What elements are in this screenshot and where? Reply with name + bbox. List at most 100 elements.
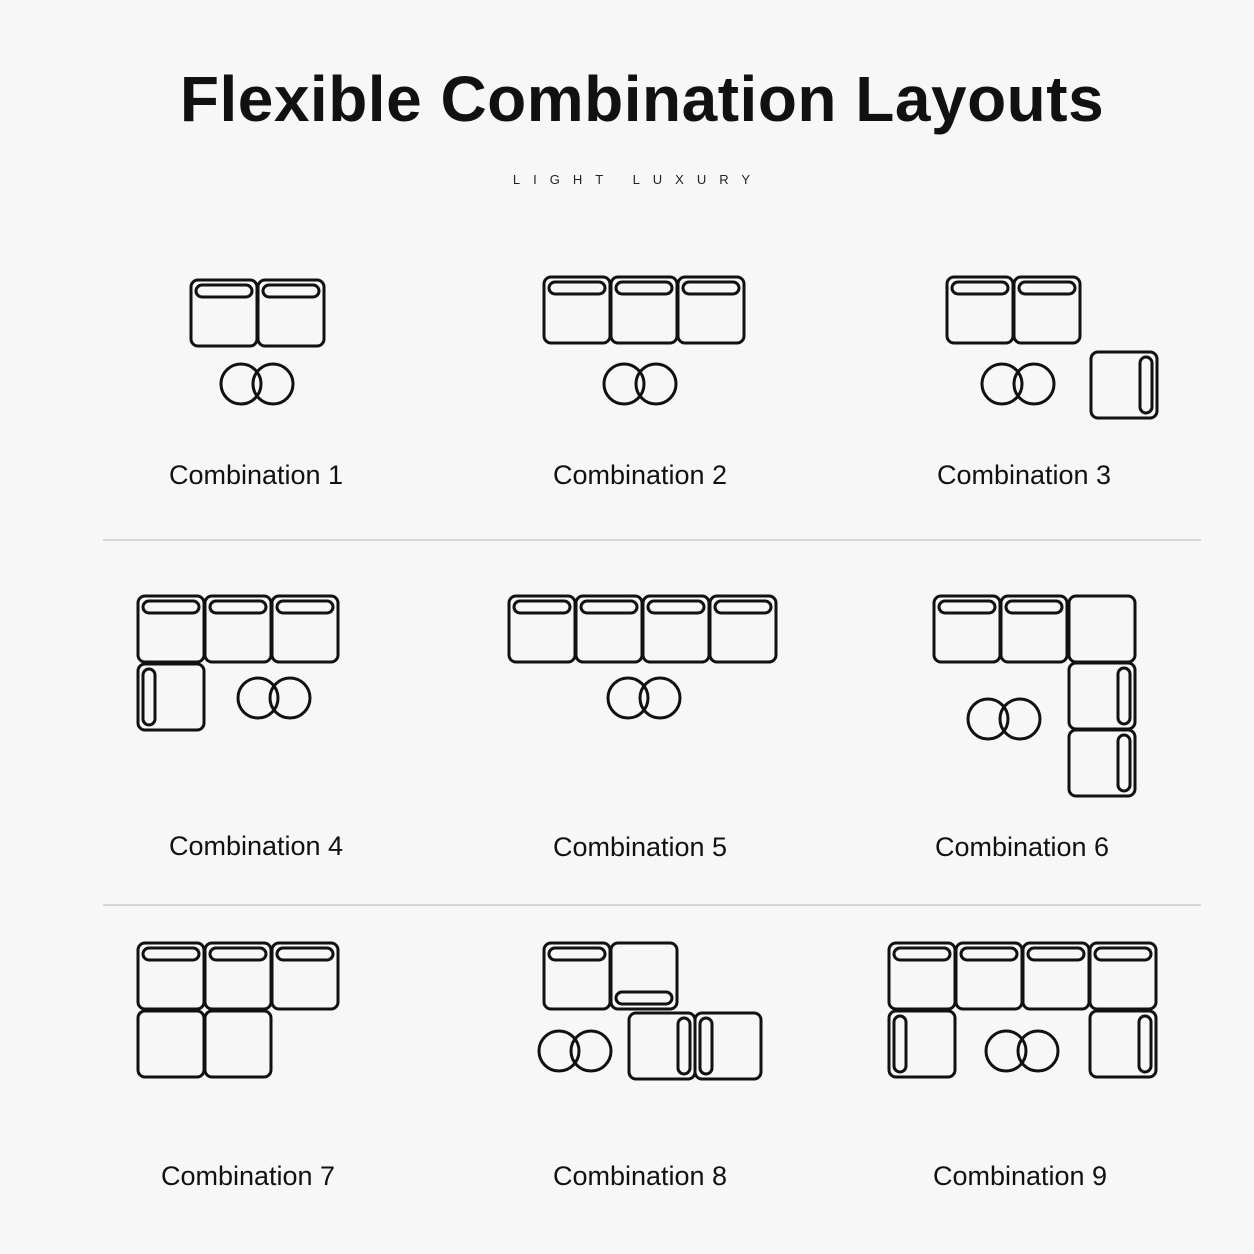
seat-module bbox=[136, 941, 206, 1011]
seat-module bbox=[676, 275, 746, 345]
page-subtitle: LIGHT LUXURY bbox=[512, 172, 764, 187]
combination-4-label: Combination 4 bbox=[168, 831, 344, 861]
combination-9-diagram bbox=[887, 941, 1158, 1079]
ottoman-module bbox=[136, 1009, 206, 1079]
seat-module bbox=[542, 275, 612, 345]
backrest bbox=[698, 1016, 714, 1076]
coffee-table-left bbox=[980, 362, 1024, 406]
coffee-table-left bbox=[537, 1029, 581, 1073]
coffee-table-left bbox=[219, 362, 263, 406]
backrest bbox=[1116, 666, 1132, 726]
backrest bbox=[1138, 355, 1154, 415]
coffee-table-left bbox=[606, 676, 650, 720]
seat-module bbox=[203, 594, 273, 664]
backrest bbox=[261, 283, 321, 299]
backrest bbox=[141, 667, 157, 727]
coffee-table-right bbox=[634, 362, 678, 406]
combination-3-label: Combination 3 bbox=[936, 460, 1112, 490]
coffee-table-left bbox=[966, 697, 1010, 741]
seat-module bbox=[189, 278, 259, 348]
coffee-table-right bbox=[638, 676, 682, 720]
backrest bbox=[937, 599, 997, 615]
backrest bbox=[950, 280, 1010, 296]
seat-module bbox=[270, 594, 340, 664]
coffee-table-right bbox=[998, 697, 1042, 741]
combination-8-diagram bbox=[537, 941, 763, 1081]
seat-module bbox=[507, 594, 577, 664]
backrest bbox=[141, 599, 201, 615]
backrest bbox=[141, 946, 201, 962]
combination-3-diagram bbox=[945, 275, 1159, 420]
seat-module bbox=[270, 941, 340, 1011]
coffee-table-left bbox=[602, 362, 646, 406]
seat-module bbox=[1088, 941, 1158, 1011]
coffee-table-right bbox=[268, 676, 312, 720]
backrest bbox=[547, 946, 607, 962]
backrest bbox=[676, 1016, 692, 1076]
combination-5-label: Combination 5 bbox=[552, 832, 728, 862]
backrest bbox=[208, 946, 268, 962]
backrest bbox=[579, 599, 639, 615]
seat-module bbox=[136, 594, 206, 664]
combination-7-label: Combination 7 bbox=[160, 1161, 336, 1191]
seat-module bbox=[945, 275, 1015, 345]
page-title: Flexible Combination Layouts bbox=[179, 63, 1105, 135]
backrest bbox=[208, 599, 268, 615]
seat-module bbox=[203, 941, 273, 1011]
backrest bbox=[275, 946, 335, 962]
backrest bbox=[892, 946, 952, 962]
backrest bbox=[547, 280, 607, 296]
seat-module bbox=[1012, 275, 1082, 345]
seat-module bbox=[574, 594, 644, 664]
row-divider-1 bbox=[103, 539, 1201, 541]
combination-1-diagram bbox=[189, 278, 326, 406]
combination-8-label: Combination 8 bbox=[552, 1161, 728, 1191]
seat-module bbox=[641, 594, 711, 664]
coffee-table-right bbox=[569, 1029, 613, 1073]
backrest bbox=[512, 599, 572, 615]
seat-module bbox=[609, 275, 679, 345]
seat-module bbox=[999, 594, 1069, 664]
seat-module bbox=[932, 594, 1002, 664]
combination-2-diagram bbox=[542, 275, 746, 406]
backrest bbox=[1004, 599, 1064, 615]
seat-module bbox=[887, 941, 957, 1011]
seat-module bbox=[708, 594, 778, 664]
backrest bbox=[1093, 946, 1153, 962]
backrest bbox=[1137, 1014, 1153, 1074]
combination-1-label: Combination 1 bbox=[168, 460, 344, 490]
seat-module bbox=[136, 662, 206, 732]
ottoman-module bbox=[1067, 594, 1137, 664]
seat-module bbox=[1067, 728, 1137, 798]
coffee-table-right bbox=[1012, 362, 1056, 406]
coffee-table-right bbox=[251, 362, 295, 406]
seat-module bbox=[542, 941, 612, 1011]
backrest bbox=[713, 599, 773, 615]
combination-2-label: Combination 2 bbox=[552, 460, 728, 490]
backrest bbox=[1026, 946, 1086, 962]
backrest bbox=[959, 946, 1019, 962]
row-divider-2 bbox=[103, 904, 1201, 906]
seat-module bbox=[954, 941, 1024, 1011]
seat-module bbox=[627, 1011, 697, 1081]
backrest bbox=[681, 280, 741, 296]
seat-module bbox=[1021, 941, 1091, 1011]
seat-module bbox=[693, 1011, 763, 1081]
combination-7-diagram bbox=[136, 941, 340, 1079]
coffee-table-left bbox=[984, 1029, 1028, 1073]
combination-5-diagram bbox=[507, 594, 778, 720]
backrest bbox=[892, 1014, 908, 1074]
seat-module bbox=[609, 941, 679, 1011]
coffee-table-right bbox=[1016, 1029, 1060, 1073]
backrest bbox=[614, 280, 674, 296]
backrest bbox=[275, 599, 335, 615]
backrest bbox=[194, 283, 254, 299]
combination-4-diagram bbox=[136, 594, 340, 732]
seat-module bbox=[887, 1009, 957, 1079]
seat-module bbox=[256, 278, 326, 348]
seat-module bbox=[1089, 350, 1159, 420]
ottoman-module bbox=[203, 1009, 273, 1079]
seat-module bbox=[1088, 1009, 1158, 1079]
combination-6-label: Combination 6 bbox=[934, 832, 1110, 862]
